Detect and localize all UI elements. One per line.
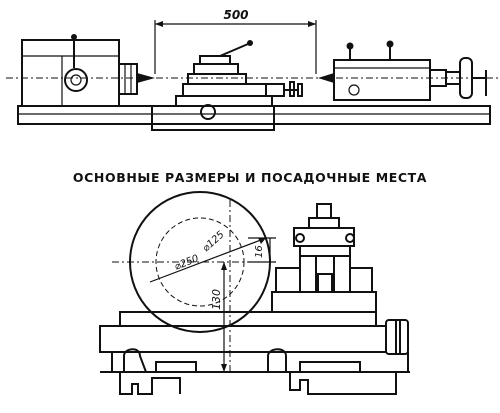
- tool-post-handle: [219, 43, 249, 57]
- lathe-bed: [17, 105, 491, 125]
- headstock-dial: [64, 68, 88, 92]
- carriage-front: [99, 325, 387, 353]
- tailstock: [333, 59, 431, 101]
- apron-handwheel: [200, 104, 216, 120]
- lathe-side-view: 500: [6, 8, 498, 131]
- cross-slide: [182, 83, 267, 97]
- dimension-label-tool-height: 16: [254, 245, 265, 258]
- dimension-label-swing-bed: ⌀250: [173, 253, 200, 273]
- bed-base-right: [289, 372, 397, 395]
- bed-base-left: [119, 372, 181, 395]
- drawing-caption: ОСНОВНЫЕ РАЗМЕРЫ И ПОСАДОЧНЫЕ МЕСТА: [72, 170, 428, 185]
- lathe-front-view: ⌀250 ⌀125 16 130: [99, 191, 410, 395]
- dimension-label-centers: 500: [223, 8, 248, 22]
- live-center: [137, 73, 155, 83]
- tailstock-clamp-lever: [346, 42, 354, 50]
- dead-center: [318, 73, 334, 83]
- headstock: [21, 39, 120, 107]
- dimension-label-swing-carriage: ⌀125: [201, 229, 227, 254]
- swing-circle-carriage: [155, 217, 245, 307]
- tool-post: [193, 63, 239, 75]
- tool-holder-top: [308, 217, 340, 229]
- chuck: [118, 63, 138, 95]
- dimension-label-center-height: 130: [210, 289, 223, 310]
